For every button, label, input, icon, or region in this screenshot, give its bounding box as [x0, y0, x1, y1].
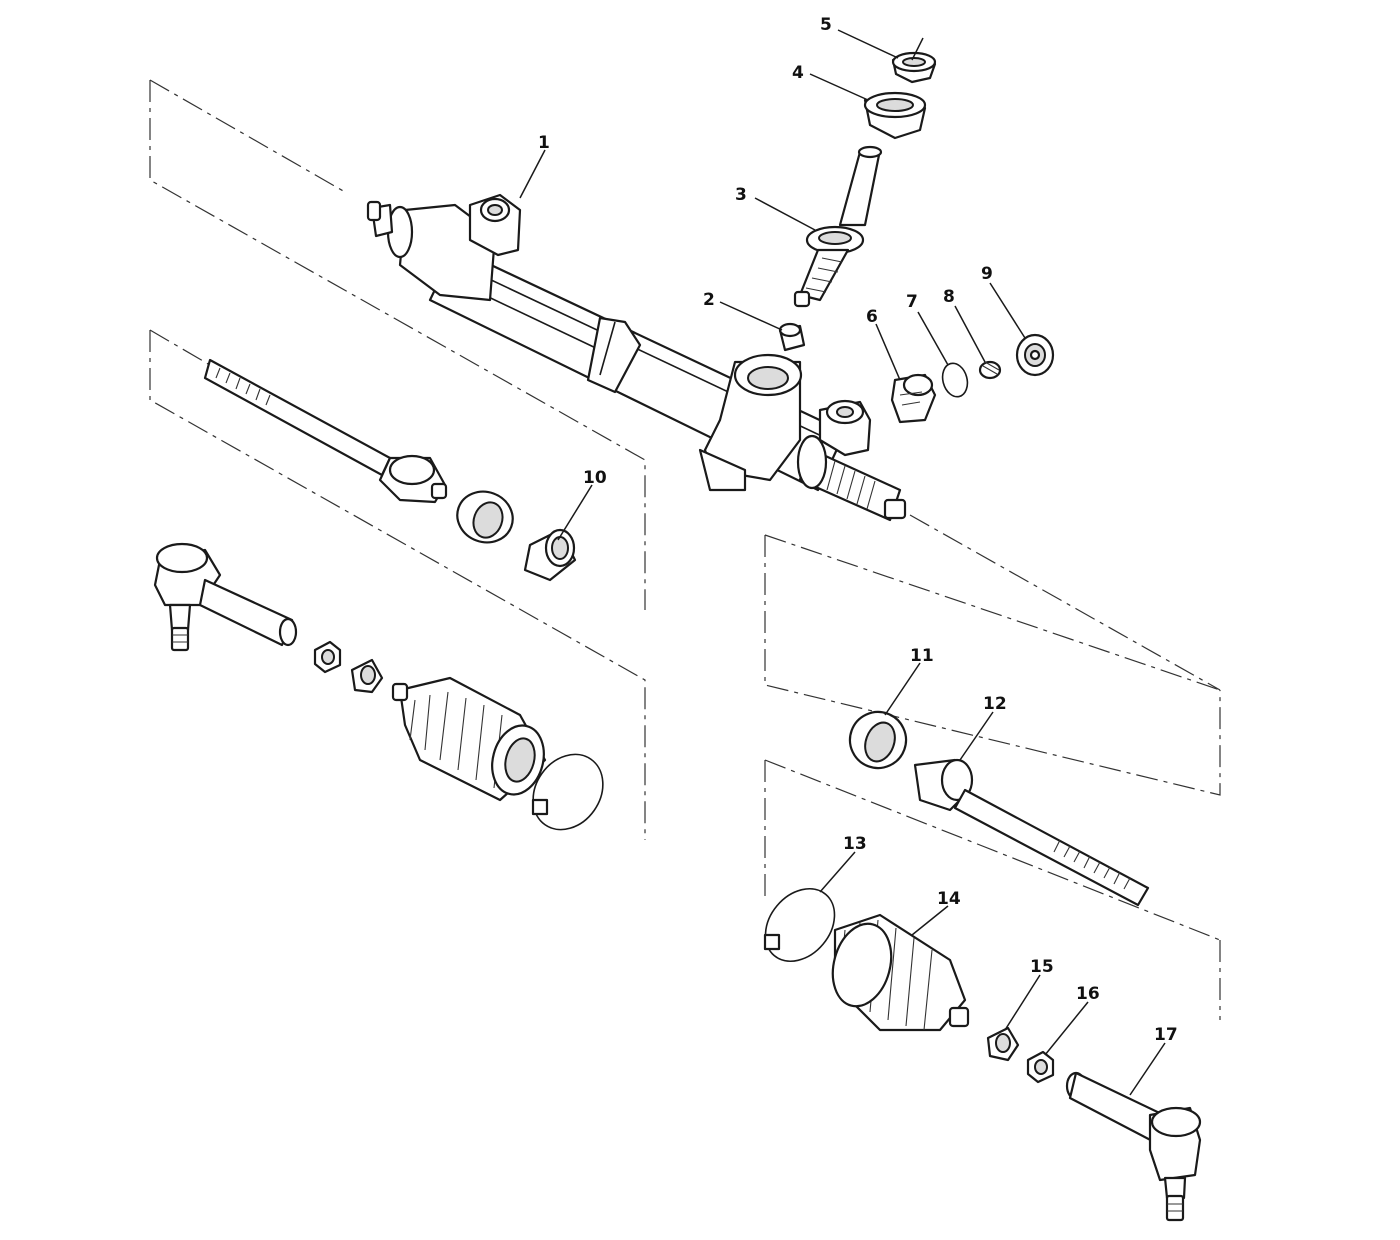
left-shim-ring	[456, 490, 514, 544]
part-7-o-ring	[941, 362, 969, 398]
callout-3: 3	[735, 185, 747, 205]
callout-15: 15	[1030, 957, 1054, 977]
phantom-boundaries	[149, 79, 1221, 1020]
callout-1: 1	[538, 133, 550, 153]
part-9-adjuster-plug	[1015, 333, 1055, 377]
callout-4: 4	[792, 63, 804, 83]
part-12-right-inner-tie-rod	[913, 758, 1150, 907]
part-11-right-shim-ring	[848, 710, 908, 770]
part-15-small-clamp	[986, 1026, 1020, 1062]
callout-5: 5	[820, 15, 832, 35]
part-16-jam-nut	[1026, 1050, 1055, 1084]
part-14-right-boot	[831, 913, 970, 1032]
callout-13: 13	[843, 834, 867, 854]
left-boot-clamp-small	[350, 658, 384, 694]
part-1-rack-housing	[366, 193, 907, 522]
part-8-spring	[978, 360, 1002, 380]
callout-14: 14	[937, 889, 961, 909]
callout-17: 17	[1154, 1025, 1178, 1045]
part-5-seal	[891, 51, 937, 84]
part-3-pinion-shaft	[793, 145, 883, 308]
callout-16: 16	[1076, 984, 1100, 1004]
callout-7: 7	[906, 292, 918, 312]
callout-9: 9	[981, 264, 993, 284]
part-17-right-tie-rod-end	[1065, 1071, 1202, 1222]
leader-lines	[519, 29, 1166, 1096]
callout-6: 6	[866, 307, 878, 327]
left-outer-tie-rod-end	[153, 542, 298, 652]
part-4-bearing	[863, 91, 927, 140]
callout-10: 10	[583, 468, 607, 488]
callout-labels: 1 2 3 4 5 6 7 8 9 10 11 12 13 14 15 16 1…	[538, 15, 1178, 1045]
part-13-right-boot-clamp	[763, 887, 836, 963]
callout-2: 2	[703, 290, 715, 310]
callout-8: 8	[943, 287, 955, 307]
part-2-plug	[778, 322, 806, 352]
left-inner-tie-rod	[203, 358, 448, 504]
callout-12: 12	[983, 694, 1007, 714]
part-6-yoke	[890, 373, 937, 424]
left-jam-nut	[313, 640, 342, 674]
part-10-bushing	[523, 528, 577, 582]
callout-11: 11	[910, 646, 934, 666]
left-boot	[391, 676, 547, 802]
left-boot-clamp-large	[531, 753, 604, 831]
